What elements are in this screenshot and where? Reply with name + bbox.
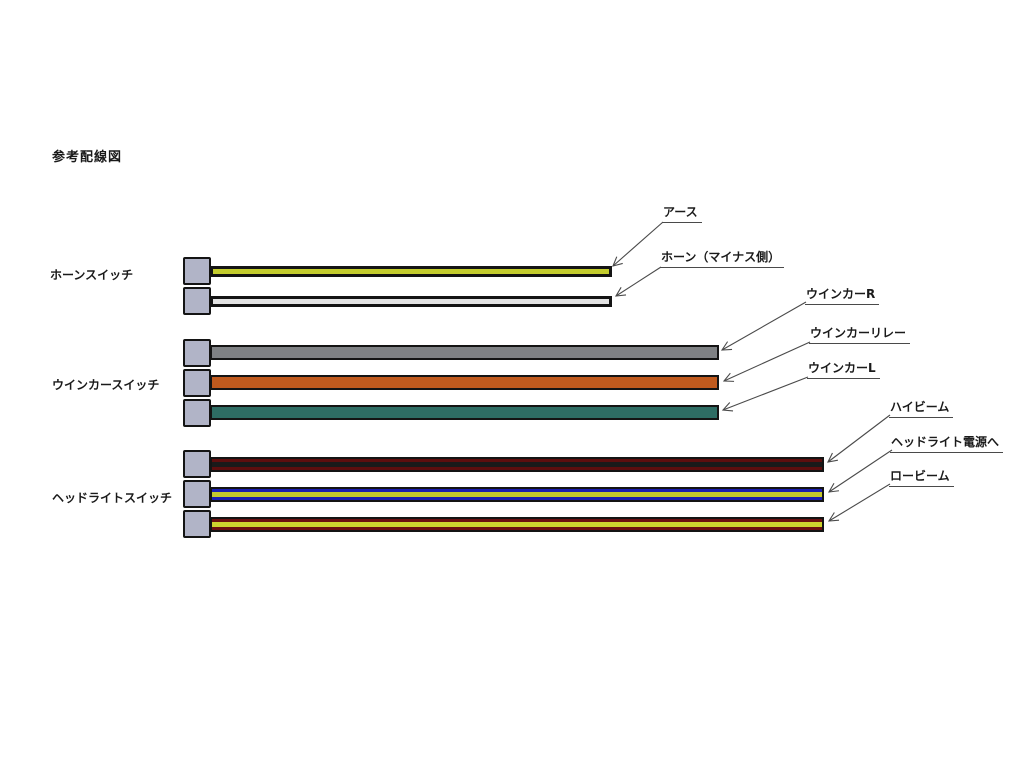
page-title: 参考配線図 [52,150,123,165]
connector-horn-2 [183,287,211,315]
connector-headlight-2 [183,480,211,508]
wire-low-beam [210,517,824,532]
leader-earth [612,221,664,267]
wire-winker-relay [210,375,719,390]
group-label-headlight-switch: ヘッドライトスイッチ [52,491,173,505]
connector-winker-2 [183,369,211,397]
leader-horn-minus [614,266,662,297]
callout-horn-minus: ホーン（マイナス側） [660,250,785,268]
connector-headlight-3 [183,510,211,538]
leader-winker-l [721,376,809,412]
leader-high-beam [827,414,891,463]
callout-headlight-power: ヘッドライト電源へ [890,435,1004,453]
callout-winker-l: ウインカーL [807,361,880,379]
leader-winker-relay [722,341,811,382]
leader-headlight-power [827,449,893,493]
connector-horn-1 [183,257,211,285]
connector-winker-3 [183,399,211,427]
connector-winker-1 [183,339,211,367]
wire-headlight-power [210,487,824,502]
wire-winker-l [210,405,719,420]
callout-earth: アース [662,205,702,223]
wire-high-beam [210,457,824,472]
group-label-horn-switch: ホーンスイッチ [50,268,134,282]
leader-winker-r [720,301,807,351]
callout-winker-r: ウインカーR [805,287,880,305]
callout-high-beam: ハイビーム [889,400,954,418]
leader-low-beam [827,483,891,522]
connector-headlight-1 [183,450,211,478]
callout-winker-relay: ウインカーリレー [809,326,911,344]
callout-low-beam: ロービーム [889,469,954,487]
wire-winker-r [210,345,719,360]
wire-earth [210,266,612,277]
wire-horn-minus [210,296,612,307]
group-label-winker-switch: ウインカースイッチ [52,378,160,392]
